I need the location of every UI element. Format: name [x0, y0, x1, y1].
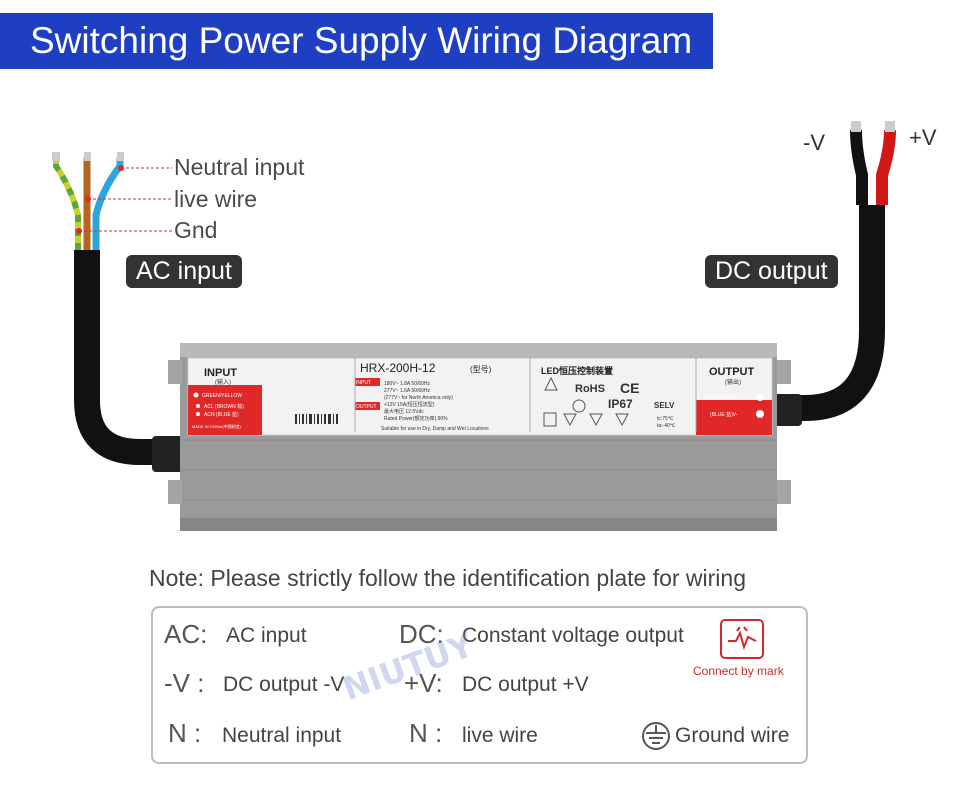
legend-dc-value: Constant voltage output — [462, 624, 684, 647]
plate-output-title: OUTPUT — [709, 366, 755, 378]
plate-ta: ta:-40℃ — [657, 423, 676, 429]
barcode — [295, 414, 338, 424]
legend-ac-value: AC input — [226, 624, 307, 647]
legend-posv-value: DC output +V — [462, 673, 589, 696]
plate-spec-2: 277V~ 1.6A 50/60Hz — [384, 388, 431, 394]
identification-plate — [187, 357, 773, 436]
plate-input-line-1: GREEN/YELLOW — [202, 393, 242, 399]
plate-spec-6: Rated Power(额定功率):90% — [384, 415, 448, 422]
legend-ac-key: AC: — [164, 619, 208, 649]
plate-input-title: INPUT — [204, 367, 237, 379]
plate-output-tag: OUTPUT — [356, 404, 377, 410]
plate-input-line-3: ACN (BLUE 蓝) — [204, 411, 239, 418]
plate-suitable: Suitable for use in Dry, Damp and Wet Lo… — [381, 426, 489, 432]
dc-negative-label: -V — [803, 130, 825, 155]
legend-n1-value: Neutral input — [222, 724, 342, 747]
page-title: Switching Power Supply Wiring Diagram — [30, 20, 693, 61]
title-bar: Switching Power Supply Wiring Diagram — [0, 13, 713, 69]
neutral-input-label: Neutral input — [174, 154, 305, 180]
ac-cable — [74, 250, 172, 465]
legend-n1-key: N : — [168, 718, 202, 748]
plate-model-suffix: (型号) — [470, 365, 492, 374]
plate-input-line-2: ACL (BROWN 棕) — [204, 403, 244, 410]
legend-dc-key: DC: — [399, 619, 444, 649]
plate-input-sub: (输入) — [215, 378, 231, 386]
plate-led-title: LED恒压控制装置 — [541, 365, 613, 376]
plate-rohs: RoHS — [575, 383, 605, 395]
plate-output-line-1: (BROWN 棕)V+ — [703, 394, 738, 401]
legend-posv-key: +V: — [404, 668, 443, 698]
legend-n2-key: N : — [409, 718, 443, 748]
plate-model: HRX-200H-12 — [360, 361, 436, 375]
plate-selv: SELV — [654, 401, 675, 410]
dc-positive-label: +V — [909, 125, 937, 150]
connect-by-mark-caption: Connect by mark — [693, 664, 784, 678]
plate-input-tag: INPUT — [356, 380, 371, 386]
wiring-note: Note: Please strictly follow the identif… — [149, 565, 747, 591]
wire-red — [876, 129, 896, 205]
plate-output-line-2: (BLUE 蓝)V- — [710, 411, 738, 418]
ac-input-pill: AC input — [126, 255, 242, 288]
plate-made-in: MADE IN CHINA(中国制造) — [192, 423, 242, 429]
live-wire-label: live wire — [174, 186, 258, 212]
plate-spec-3: (277V~ for North America only) — [384, 395, 453, 401]
input-section — [188, 385, 262, 435]
plate-tc: tc:75℃ — [657, 416, 674, 422]
ground-icon — [642, 722, 670, 750]
plate-ce: CE — [620, 380, 639, 396]
wire-black — [850, 129, 868, 205]
dc-cable — [780, 205, 885, 421]
plate-ip: IP67 — [608, 397, 633, 411]
legend-ground-value: Ground wire — [675, 724, 790, 747]
legend-negv-key: -V : — [164, 668, 205, 698]
plate-spec-4: +12V 15A(恒压恒流型) — [384, 401, 435, 408]
plate-spec-1: 180V~ 1.8A 50/60Hz — [384, 381, 431, 387]
legend-n2-value: live wire — [462, 724, 538, 747]
plate-spec-5: 最大电压 12.5Vdc — [384, 408, 424, 415]
wire-blue — [92, 158, 124, 250]
plate-output-sub: (输出) — [725, 378, 741, 386]
connect-by-mark-icon — [720, 619, 764, 659]
legend-negv-value: DC output -V — [223, 673, 345, 696]
gnd-label: Gnd — [174, 217, 218, 243]
legend-box — [151, 606, 808, 764]
dc-output-pill: DC output — [705, 255, 838, 288]
